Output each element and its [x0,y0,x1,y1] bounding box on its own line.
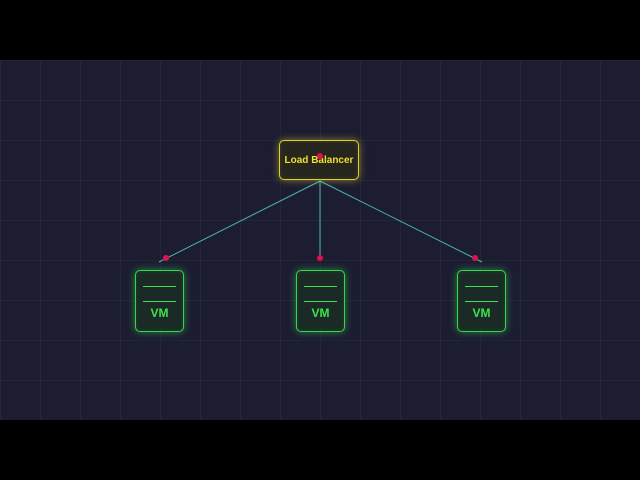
vm-label: VM [150,306,169,320]
vm-node-1[interactable]: VM [135,270,184,332]
vm-bar [465,286,498,287]
load-balancer-label: Load Balancer [284,154,354,166]
letterbox-bottom [0,420,640,480]
vm-node-2[interactable]: VM [296,270,345,332]
connector-dot [472,255,478,261]
vm-label: VM [472,306,491,320]
vm-bar [465,301,498,302]
link-lb-vm-3 [319,180,483,263]
vm-bar [143,286,176,287]
letterbox-top [0,0,640,60]
vm-label: VM [311,306,330,320]
connector-dot [317,255,323,261]
connector-dot [163,255,169,261]
vm-node-3[interactable]: VM [457,270,506,332]
vm-bar [304,301,337,302]
vm-bar [304,286,337,287]
vm-bar [143,301,176,302]
connector-dot [317,153,323,159]
link-lb-vm-1 [158,180,321,263]
load-balancer-node[interactable]: Load Balancer [279,140,359,180]
